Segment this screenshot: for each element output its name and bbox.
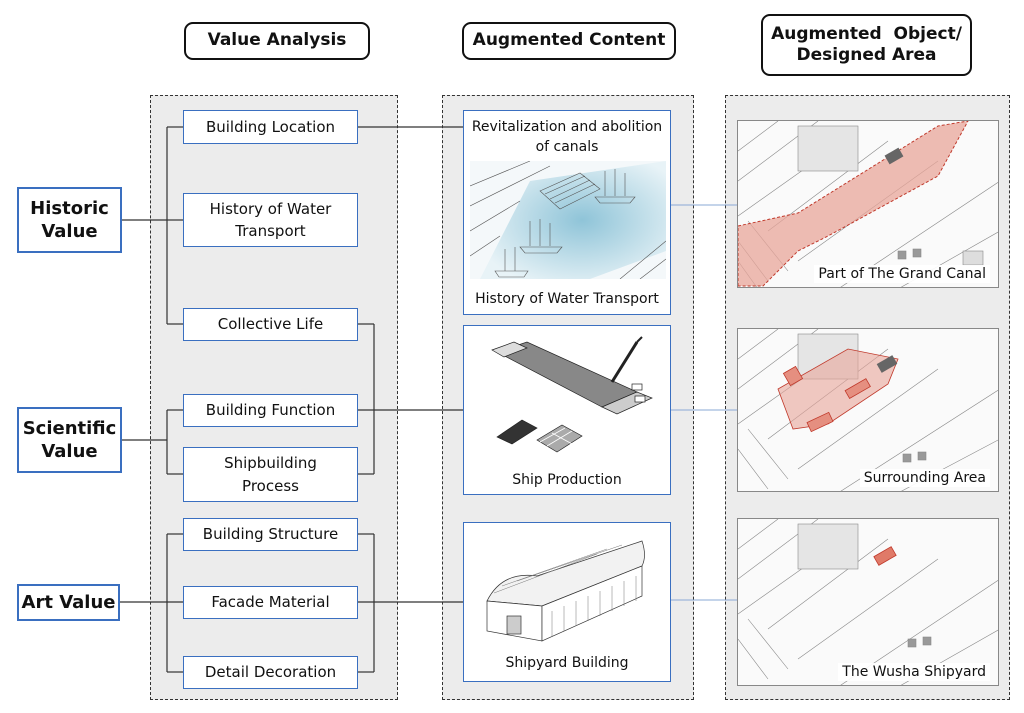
item-building-location-label: Building Location — [205, 117, 336, 136]
header-augmented-object: Augmented Object/ Designed Area — [761, 14, 972, 76]
card2-caption: Ship Production — [512, 472, 622, 488]
item-water-transport-line1: History of Water — [209, 199, 332, 218]
item-history-of-water-transport: History of Water Transport — [183, 193, 358, 247]
map-surrounding-area-image — [738, 329, 998, 491]
item-collective-life: Collective Life — [183, 308, 358, 341]
map-grand-canal: Part of The Grand Canal — [737, 120, 999, 288]
scientific-value-line2: Value — [41, 441, 98, 462]
header-value-analysis-label: Value Analysis — [207, 30, 347, 51]
map-surrounding-area: Surrounding Area — [737, 328, 999, 492]
item-building-structure-label: Building Structure — [202, 525, 339, 544]
water-transport-illustration — [470, 161, 666, 279]
map-wusha-shipyard-image — [738, 519, 998, 685]
map-grand-canal-image — [738, 121, 998, 287]
content-card-shipyard-building: Shipyard Building — [463, 522, 671, 682]
map-wusha-shipyard: The Wusha Shipyard — [737, 518, 999, 686]
item-water-transport-line2: Transport — [235, 222, 306, 240]
header-augmented-object-line2: Designed Area — [796, 45, 937, 65]
map2-caption: Surrounding Area — [859, 469, 990, 487]
historic-value-box: Historic Value — [17, 187, 122, 253]
item-shipbuilding-line2: Process — [242, 476, 299, 495]
card1-top-line2: of canals — [535, 139, 599, 156]
content-card-ship-production: Ship Production — [463, 325, 671, 495]
item-detail-decoration-label: Detail Decoration — [204, 663, 337, 682]
header-augmented-content-label: Augmented Content — [472, 30, 666, 51]
item-shipbuilding-line1: Shipbuilding — [224, 454, 317, 472]
historic-value-line2: Value — [41, 221, 98, 242]
item-facade-material-label: Facade Material — [211, 593, 330, 612]
map1-caption: Part of The Grand Canal — [814, 265, 990, 283]
art-value-box: Art Value — [17, 584, 120, 621]
ship-production-illustration — [491, 336, 653, 453]
item-collective-life-label: Collective Life — [217, 315, 324, 334]
header-augmented-content: Augmented Content — [462, 22, 676, 60]
item-building-function: Building Function — [183, 394, 358, 427]
historic-value-line1: Historic — [30, 197, 109, 219]
item-detail-decoration: Detail Decoration — [183, 656, 358, 689]
card3-caption: Shipyard Building — [505, 655, 629, 671]
card1-bottom-caption: History of Water Transport — [475, 291, 659, 307]
item-facade-material: Facade Material — [183, 586, 358, 619]
content-card-water-transport: Revitalization and abolition of canals H… — [463, 110, 671, 315]
map3-caption: The Wusha Shipyard — [838, 663, 990, 681]
header-augmented-object-line1: Augmented Object/ — [771, 23, 962, 44]
item-building-location: Building Location — [183, 110, 358, 144]
item-building-function-label: Building Function — [205, 401, 336, 420]
item-building-structure: Building Structure — [183, 518, 358, 551]
card1-top-caption: Revitalization and abolition of canals — [464, 117, 670, 158]
scientific-value-line1: Scientific — [22, 417, 117, 439]
item-shipbuilding-process: Shipbuilding Process — [183, 447, 358, 502]
shipyard-building-illustration — [486, 540, 645, 642]
card1-top-line1: Revitalization and abolition — [471, 119, 663, 135]
header-value-analysis: Value Analysis — [184, 22, 370, 60]
scientific-value-box: Scientific Value — [17, 407, 122, 473]
art-value-label: Art Value — [21, 591, 116, 613]
